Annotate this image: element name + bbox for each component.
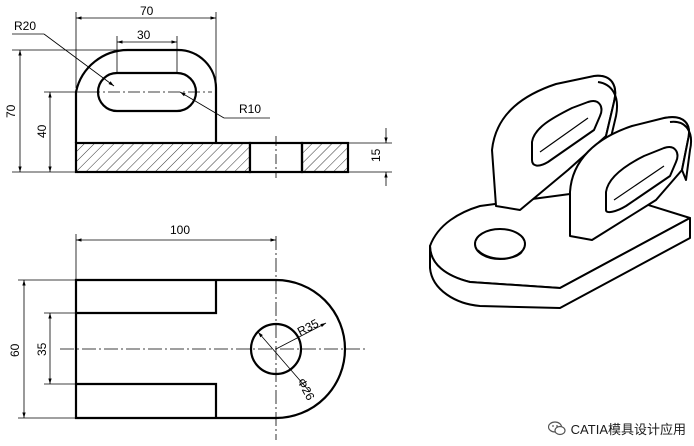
wechat-icon [547, 421, 566, 436]
dim-40-height: 40 [35, 124, 49, 138]
dim-60-width: 60 [8, 343, 22, 357]
plan-slot [76, 280, 218, 418]
dim-35-gap: 35 [35, 342, 49, 356]
iso-slot-front [605, 146, 679, 214]
dim-70-width: 70 [140, 4, 154, 18]
base-hatch-left [74, 141, 252, 174]
plan-outline [74, 278, 347, 420]
dim-70-height: 70 [4, 104, 18, 118]
slot-outline [96, 71, 198, 113]
watermark: CATIA模具设计应用 [547, 419, 686, 438]
dim-r35: R35 [295, 316, 321, 339]
base-hatch-right [300, 141, 350, 174]
dim-r20: R20 [14, 19, 36, 33]
dim-r10: R10 [239, 102, 261, 116]
watermark-text: CATIA模具设计应用 [570, 422, 686, 437]
dim-30-slot: 30 [137, 28, 151, 42]
iso-base-side [429, 217, 691, 309]
front-view: 70 30 R20 R10 70 40 15 [4, 4, 392, 186]
isometric-view [429, 74, 692, 309]
dim-15-thickness: 15 [369, 148, 383, 162]
upright-outline [74, 48, 218, 143]
dim-phi26: Φ26 [294, 376, 317, 403]
plan-view: 100 60 35 R35 Φ26 [8, 223, 368, 440]
dim-100-length: 100 [170, 223, 190, 237]
